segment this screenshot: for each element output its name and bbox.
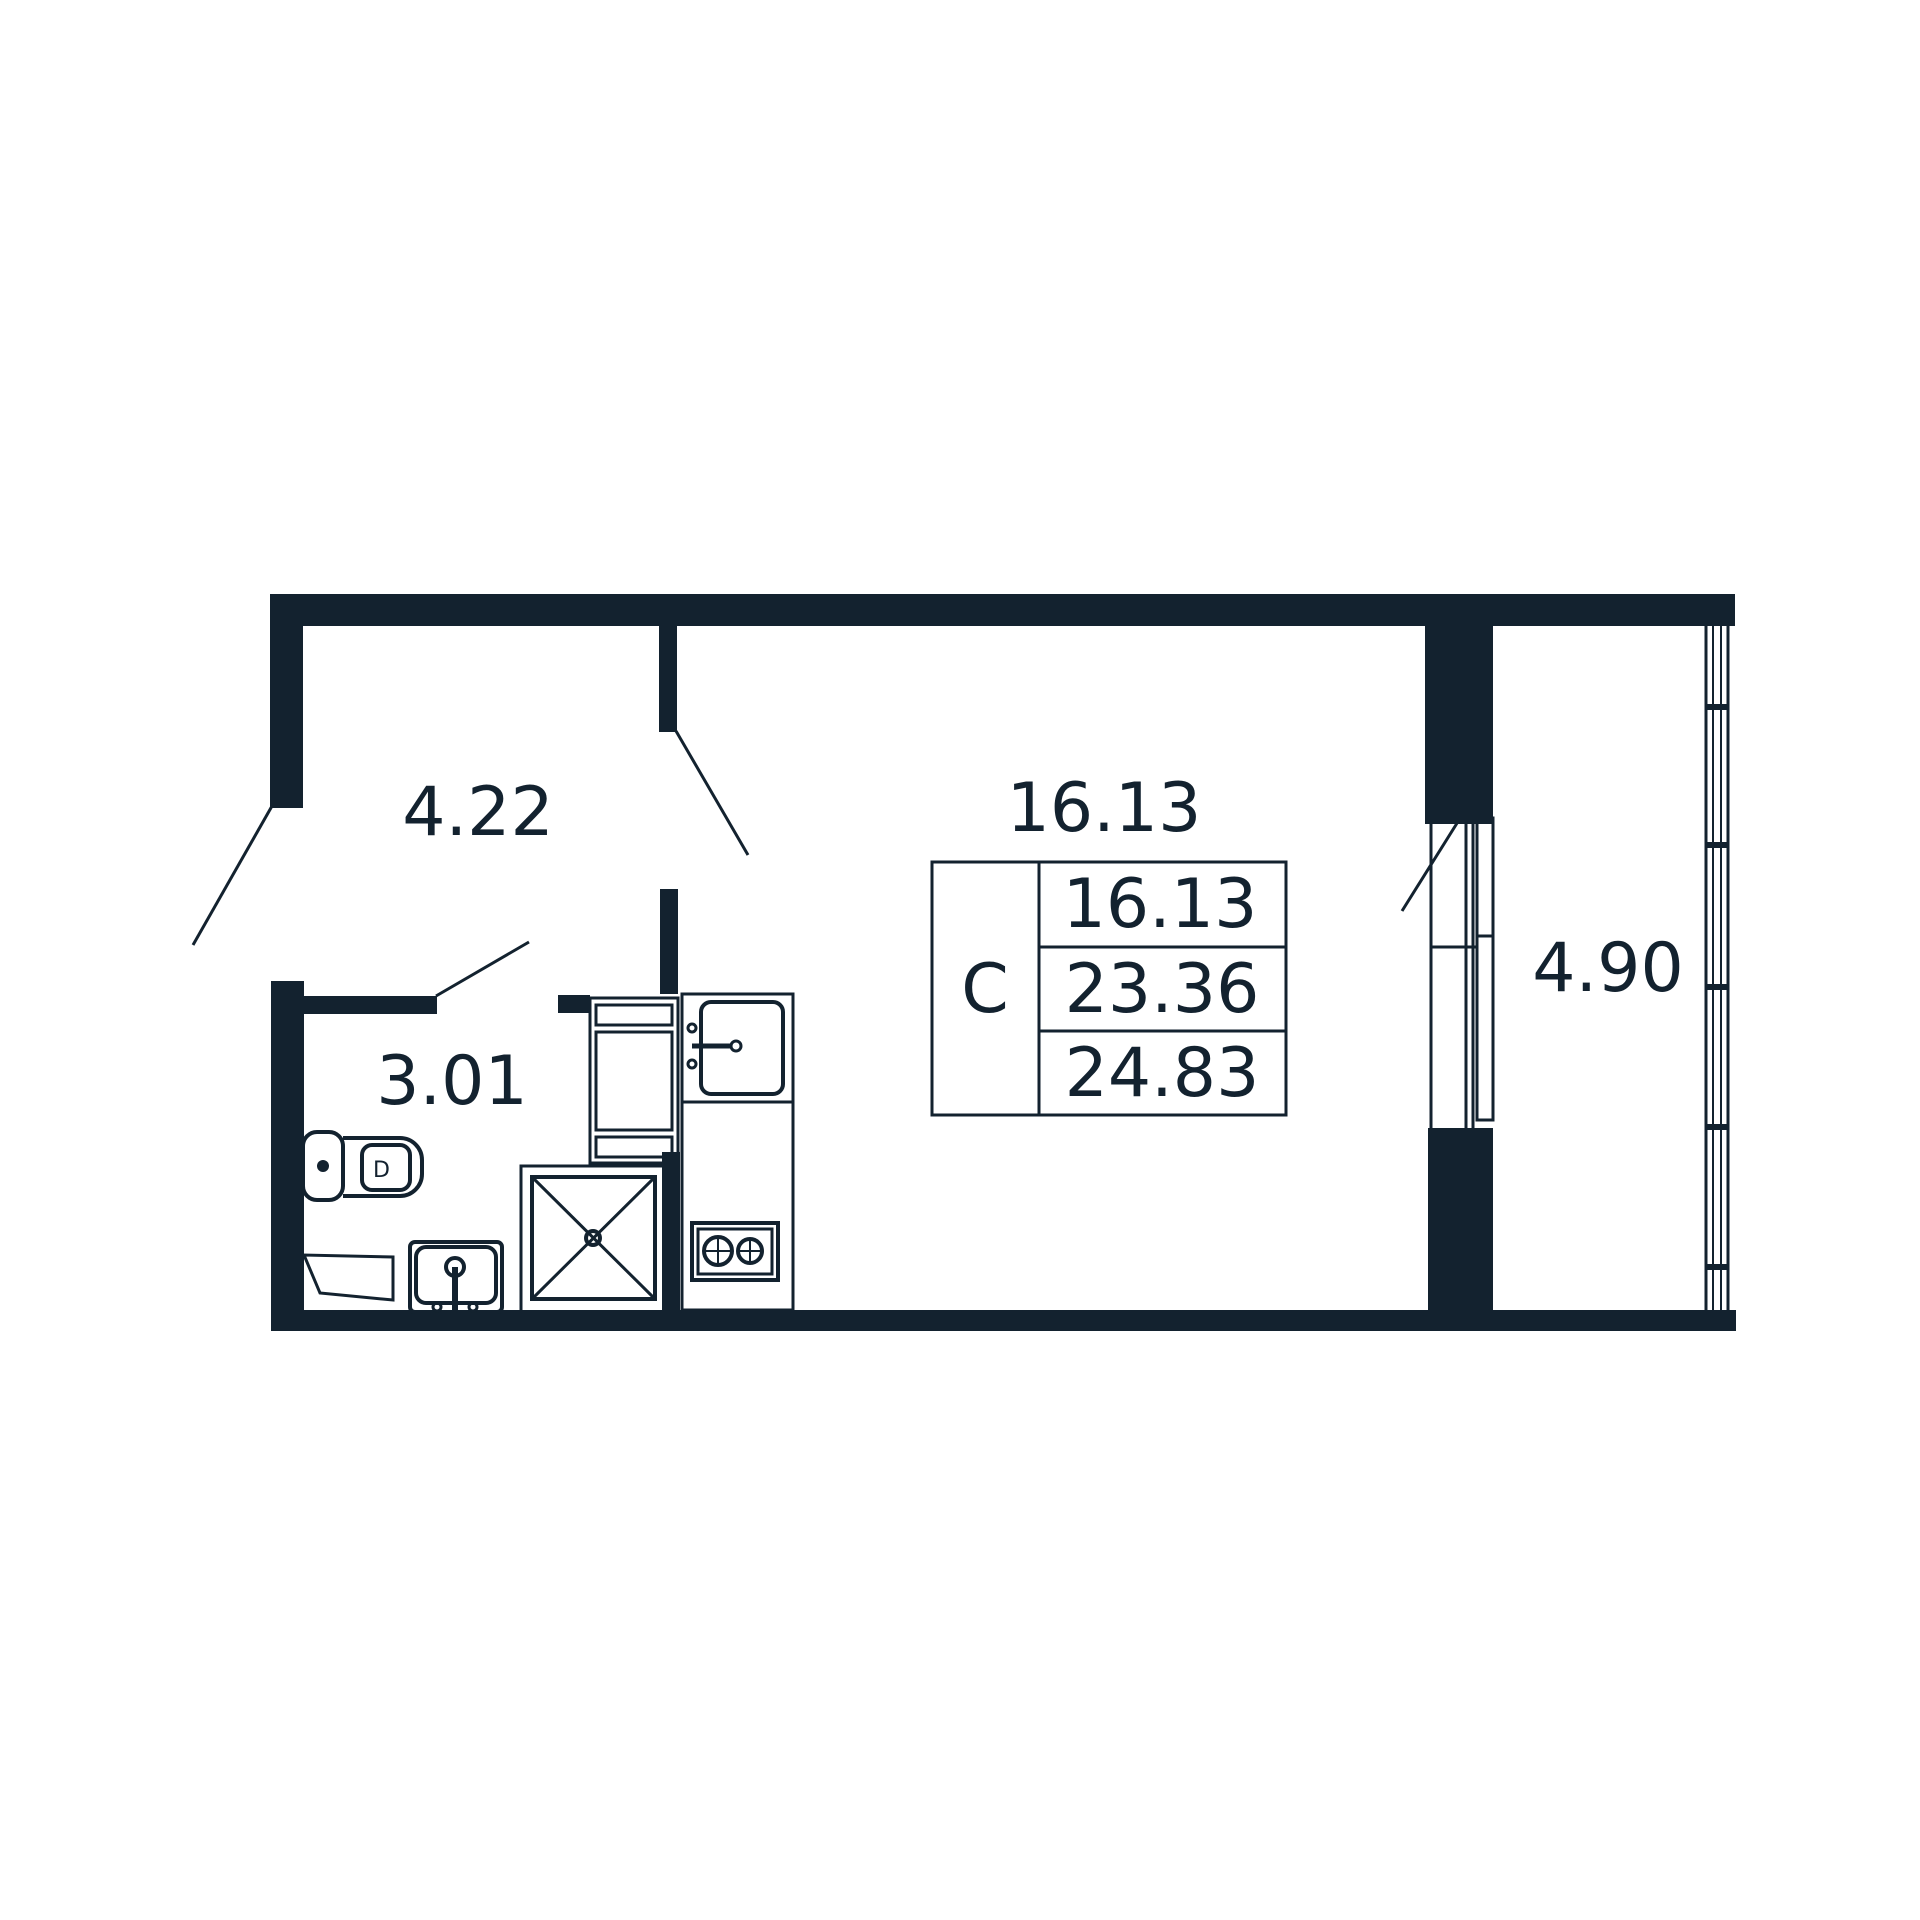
- balcony-door-swing: [1400, 811, 1466, 912]
- hallway-area-label: 4.22: [402, 773, 553, 852]
- entrance-door-swing: [191, 805, 274, 946]
- bathtub-corner-icon: [301, 1253, 395, 1302]
- kitchen-sink-icon: [680, 992, 795, 1104]
- living-area-value: 16.13: [1063, 865, 1258, 944]
- balcony-pier-upper: [1425, 594, 1493, 824]
- toilet-icon: D: [301, 1130, 424, 1202]
- bottom-wall: [271, 1310, 1736, 1331]
- hall-partition-upper: [659, 626, 677, 732]
- washbasin-icon: [408, 1240, 504, 1314]
- total-area-value: 23.36: [1065, 950, 1260, 1029]
- bathroom-kitchen-divider: [662, 1152, 680, 1312]
- bathroom-top-wall: [303, 996, 437, 1014]
- bathroom-area-label: 3.01: [376, 1042, 527, 1121]
- living-room-area-label: 16.13: [1007, 769, 1202, 848]
- door-swings: [191, 730, 1466, 998]
- living-door-swing: [674, 730, 750, 856]
- bathroom-door-swing: [435, 940, 530, 998]
- balcony-area-label: 4.90: [1532, 929, 1683, 1008]
- left-wall-upper: [270, 594, 303, 808]
- left-wall-lower: [271, 981, 304, 1331]
- balcony-glazing: [1493, 594, 1735, 1331]
- hall-partition-lower: [660, 889, 678, 994]
- stove-icon: [690, 1221, 780, 1282]
- washing-machine-icon: [588, 996, 680, 1165]
- summary-table: С 16.13 23.36 24.83: [930, 860, 1288, 1117]
- walls: [270, 594, 1736, 1331]
- bathroom-top-wall-stub: [558, 995, 590, 1013]
- apartment-type-label: С: [961, 950, 1008, 1029]
- svg-text:D: D: [373, 1158, 390, 1183]
- balcony-door-frame: [1429, 808, 1495, 1132]
- shower-tray-icon: [519, 1164, 666, 1314]
- balcony-pier-lower: [1428, 1128, 1493, 1331]
- total-with-balcony-value: 24.83: [1065, 1034, 1260, 1113]
